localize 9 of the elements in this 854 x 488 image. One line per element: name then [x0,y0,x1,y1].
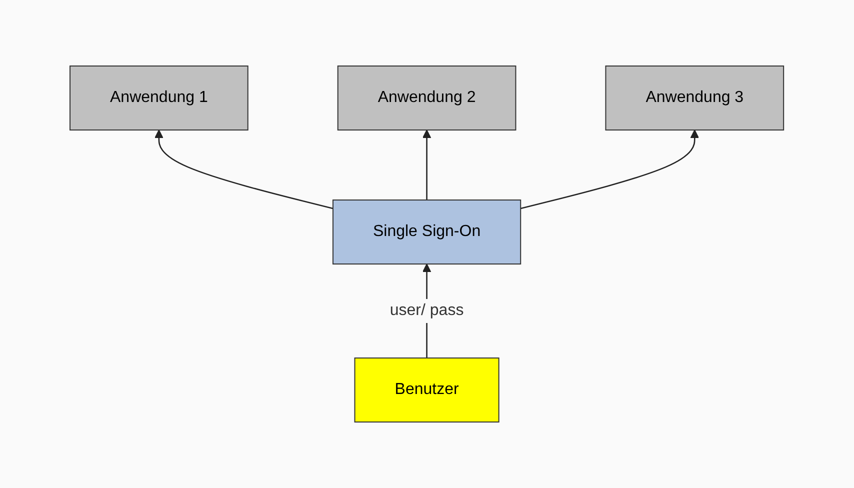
arrow [520,130,700,210]
node-box: Anwendung 3 [605,66,784,130]
edge-label: user/ pass [390,302,464,319]
node-box: Benutzer [354,358,500,422]
node-box: Anwendung 2 [338,66,516,130]
arrow [154,130,334,210]
node-box: Single Sign-On [332,200,522,264]
arrow [422,130,432,200]
node-box: Anwendung 1 [70,66,249,130]
